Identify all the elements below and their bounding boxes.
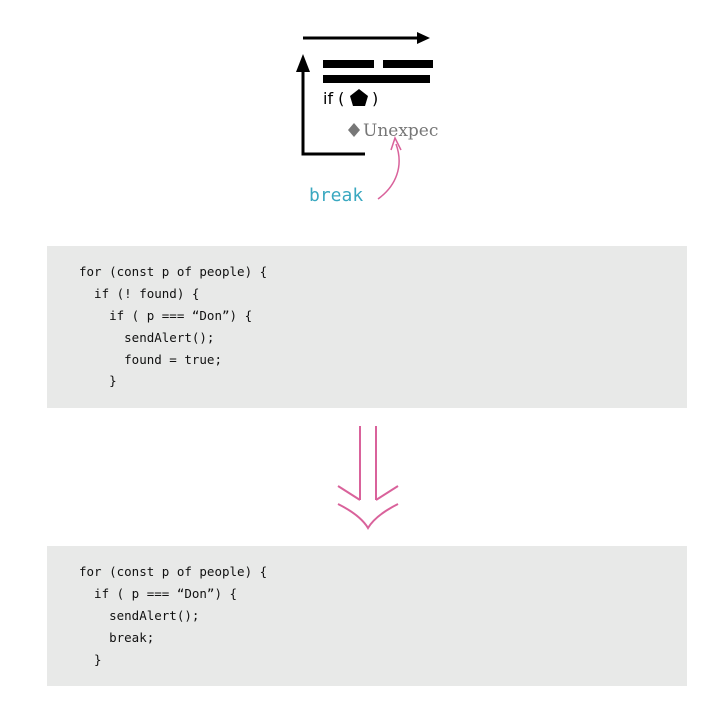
code-line: }: [79, 373, 117, 388]
break-arrowhead: [390, 136, 402, 151]
code-line: break;: [79, 630, 155, 645]
break-label: break: [309, 185, 363, 206]
code-block-before: for (const p of people) { if (! found) {…: [47, 246, 687, 408]
loop-top-arrowhead: [417, 32, 430, 44]
diamond-icon: [348, 123, 360, 137]
break-arrow: [377, 143, 400, 200]
if-label: if (: [323, 89, 344, 108]
code-bar-1: [323, 60, 374, 68]
code-bar-3: [323, 75, 430, 83]
code-line: if ( p === “Don”) {: [79, 308, 253, 323]
code-bar-2: [383, 60, 433, 68]
loop-return-line: [301, 70, 365, 156]
code-line: }: [79, 652, 102, 667]
code-block-after: for (const p of people) { if ( p === “Do…: [47, 546, 687, 686]
code-line: found = true;: [79, 352, 222, 367]
transform-arrow: [337, 426, 399, 530]
pentagon-icon: [350, 89, 368, 106]
code-line: if (! found) {: [79, 286, 200, 301]
code-line: for (const p of people) {: [79, 264, 268, 279]
code-line: sendAlert();: [79, 330, 215, 345]
if-close-label: ): [372, 89, 378, 108]
unexpected-label: Unexpec: [363, 121, 438, 141]
code-line: for (const p of people) {: [79, 564, 268, 579]
code-line: if ( p === “Don”) {: [79, 586, 238, 601]
code-line: sendAlert();: [79, 608, 200, 623]
loop-return-arrowhead: [296, 54, 310, 72]
